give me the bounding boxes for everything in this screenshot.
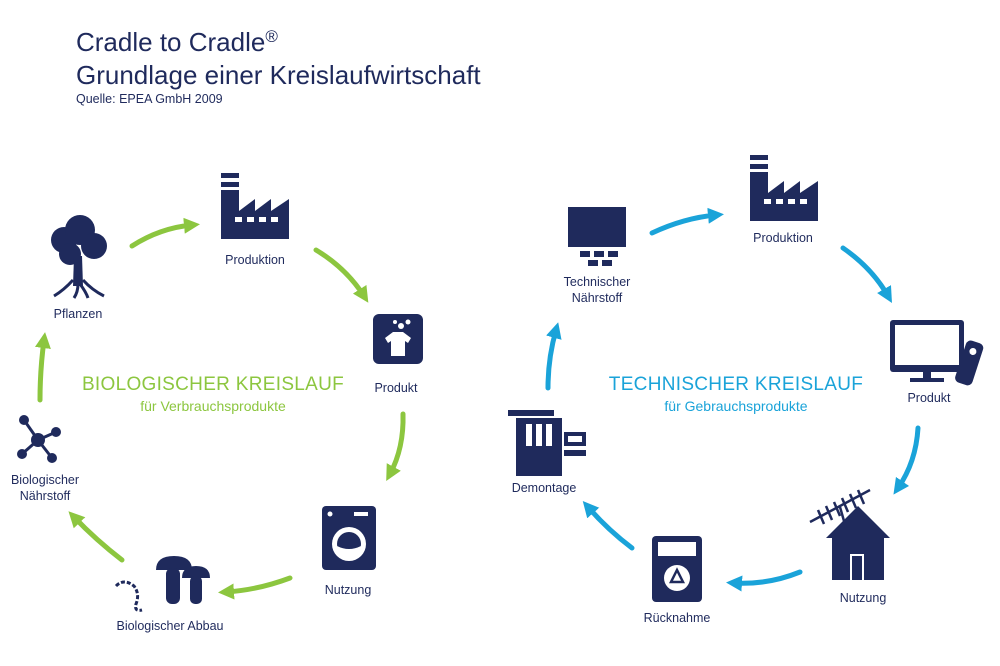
source-note: Quelle: EPEA GmbH 2009 — [76, 92, 223, 106]
worm-icon — [114, 580, 143, 612]
bio-arrows — [35, 217, 406, 600]
arrow-nutzung-to-ruecknahme — [726, 569, 803, 592]
arrow-ruecknahme-to-demontage — [582, 500, 635, 551]
bio-cycle-heading: BIOLOGISCHER KREISLAUF — [81, 374, 345, 395]
bio-label-pflanzen: Pflanzen — [53, 307, 103, 321]
tech-label-naehrstoff-line2: Nährstoff — [571, 291, 623, 305]
shirt-icon — [373, 314, 423, 364]
arrow-pflanzen-to-produktion — [129, 217, 200, 249]
factory-icon — [750, 155, 818, 221]
tech-label-naehrstoff-line1: Technischer — [563, 275, 631, 289]
washing-machine-icon — [322, 506, 376, 570]
page-title: Cradle to Cradle® Grundlage einer Kreisla… — [76, 20, 481, 92]
tech-cycle-title: TECHNISCHER KREISLAUF für Gebrauchsprodu… — [609, 374, 863, 416]
tree-icon — [51, 215, 107, 299]
tech-arrows — [545, 207, 921, 592]
arrow-produkt-to-nutzung — [386, 411, 406, 482]
bio-label-naehrstoff-line1: Biologischer — [10, 473, 80, 487]
title-line-2: Grundlage einer Kreislaufwirtschaft — [76, 60, 481, 90]
bio-label-nutzung: Nutzung — [324, 583, 372, 597]
bio-label-produkt: Produkt — [374, 381, 418, 395]
recycle-icon — [668, 567, 686, 584]
tech-label-demontage: Demontage — [511, 481, 577, 495]
molecule-icon — [17, 415, 61, 463]
arrow-demontage-to-naehrstoff — [545, 322, 562, 391]
arrow-produktion-to-produkt — [313, 247, 369, 303]
arrow-abbau-to-naehrstoff — [68, 511, 125, 563]
tech-label-nutzung: Nutzung — [839, 591, 887, 605]
antenna-icon — [809, 488, 871, 529]
registered-mark: ® — [265, 27, 278, 46]
tech-label-produktion: Produktion — [753, 231, 813, 245]
tv-icon — [890, 320, 964, 382]
mushroom-icon — [156, 556, 210, 604]
recycle-bin-icon — [652, 536, 702, 602]
remote-icon — [955, 340, 984, 386]
bio-label-produktion: Produktion — [225, 253, 285, 267]
dismantling-machine-icon — [508, 410, 586, 476]
arrow-nutzung-to-abbau — [218, 575, 293, 600]
technical-nutrient-icon — [568, 207, 626, 266]
arrow-produkt-to-nutzung — [893, 425, 921, 495]
bio-label-abbau: Biologischer Abbau — [116, 619, 224, 633]
bio-cycle-subtitle: für Verbrauchsprodukte — [140, 398, 286, 414]
tech-label-produkt: Produkt — [907, 391, 951, 405]
tech-cycle-heading: TECHNISCHER KREISLAUF — [608, 374, 864, 395]
house-icon — [826, 506, 890, 580]
factory-icon — [221, 173, 289, 239]
arrow-naehrstoff-to-produktion — [649, 207, 724, 236]
title-line-1: Cradle to Cradle — [76, 27, 266, 57]
tech-cycle-subtitle: für Gebrauchsprodukte — [664, 398, 808, 414]
arrow-produktion-to-produkt — [840, 245, 892, 303]
bio-cycle-title: BIOLOGISCHER KREISLAUF für Verbrauchspro… — [82, 374, 344, 416]
tech-label-ruecknahme: Rücknahme — [643, 611, 711, 625]
bio-label-naehrstoff-line2: Nährstoff — [19, 489, 71, 503]
arrow-naehrstoff-to-pflanzen — [35, 332, 51, 403]
